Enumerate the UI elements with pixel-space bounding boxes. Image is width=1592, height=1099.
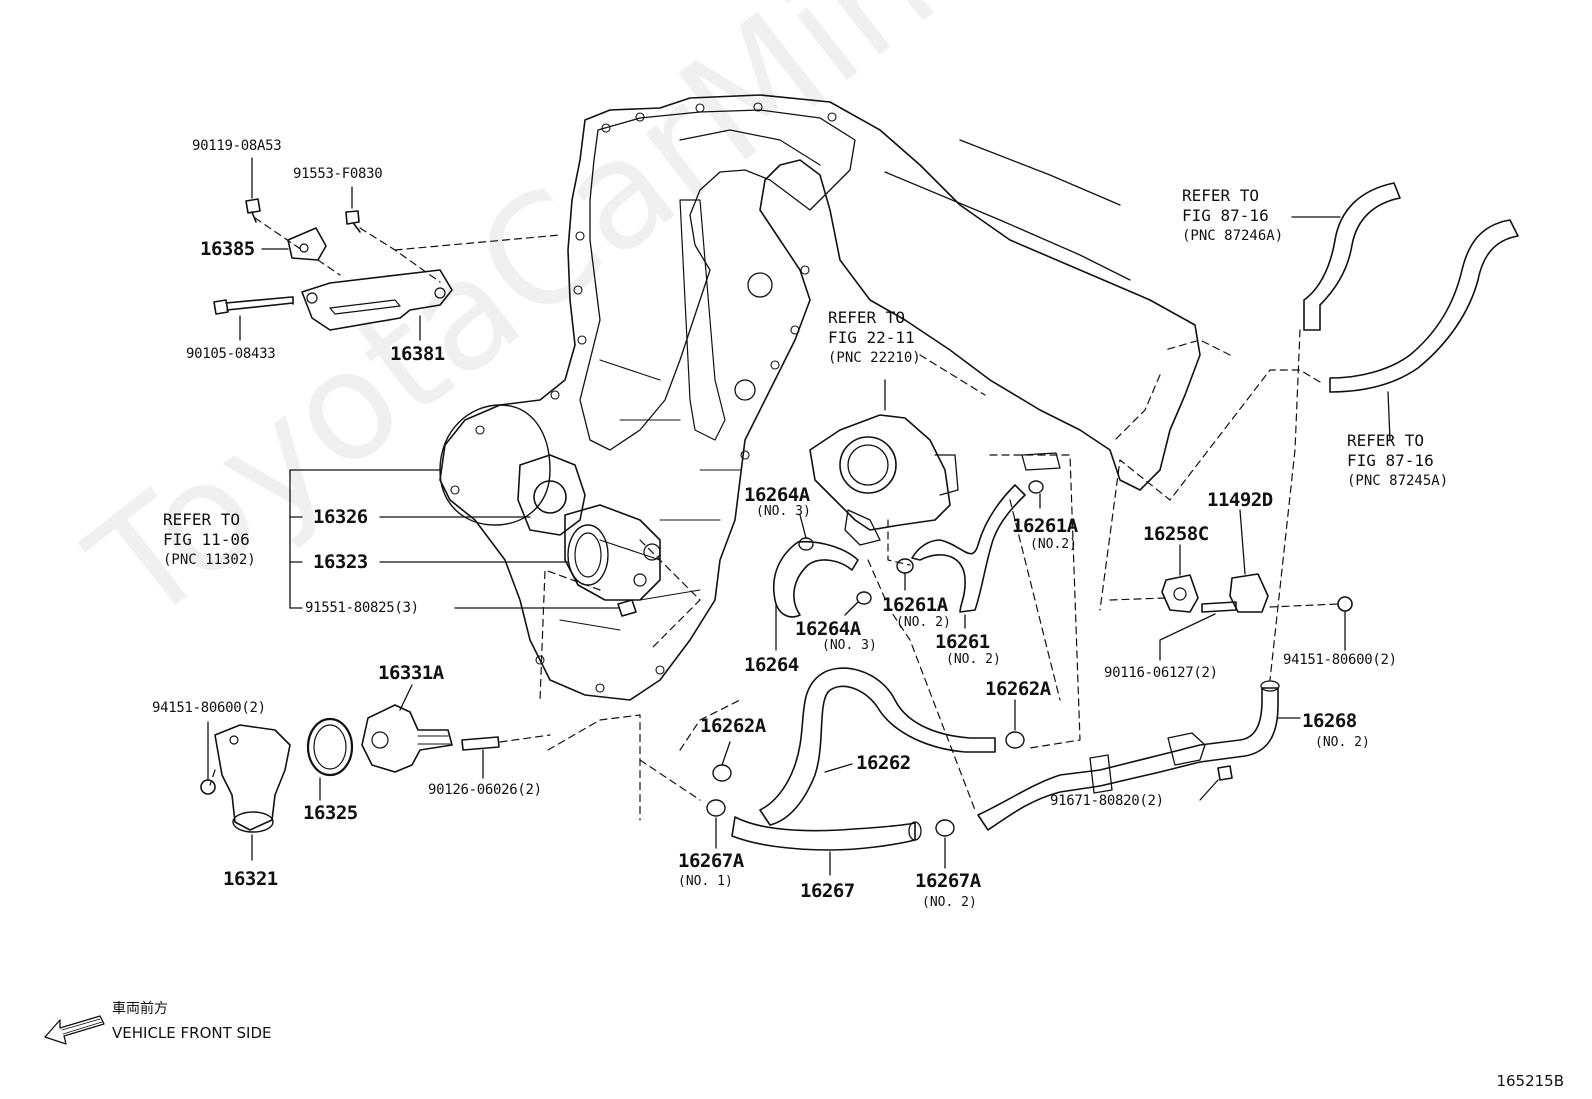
part-label-16267: 16267 [800,880,855,902]
hose-16261 [911,452,1061,613]
part-label-11492D: 11492D [1207,489,1273,511]
heater-hose-87245A [1329,219,1519,393]
part-label-90119: 90119-08A53 [192,138,282,154]
part-sublabel-16267A-left: (NO. 1) [678,874,733,889]
hose-16267 [731,816,922,851]
part-sublabel-16261: (NO. 2) [946,652,1001,667]
thermostat-16331A [361,704,453,773]
part-label-90126: 90126-06026(2) [428,782,542,798]
part-label-16264A-bottom: 16264A [795,618,861,640]
reference-fig-87-16-a: REFER TO FIG 87-16 (PNC 87246A) [1182,186,1284,244]
hose-16262 [759,667,996,826]
clamps [706,480,1044,837]
part-label-94151-a: 94151-80600(2) [152,700,266,716]
part-label-16258C: 16258C [1143,523,1209,545]
part-label-16326: 16326 [313,506,368,528]
part-sublabel-16268: (NO. 2) [1315,735,1370,750]
plate-11492D [1229,573,1269,613]
part-sublabel-16261A-right: (NO.2) [1030,537,1077,552]
gasket-16325 [306,717,354,777]
nut-94151 [200,779,216,795]
gasket-16258C [1161,574,1199,613]
leader-lines [207,157,1391,876]
part-label-16262: 16262 [856,752,911,774]
front-arrow-icon [44,1015,105,1045]
stud-90116 [1201,601,1237,613]
water-inlet-housing-16323 [517,454,661,601]
part-sublabel-16264A-bottom: (NO. 3) [822,638,877,653]
pipe-16268 [977,680,1280,831]
bolt-91551 [617,599,637,617]
vehicle-front-label-en: VEHICLE FRONT SIDE [112,1024,272,1042]
stud-90126 [461,736,500,751]
part-label-16325: 16325 [303,802,358,824]
part-label-16267A-right: 16267A [915,870,981,892]
water-inlet-16321 [214,724,291,833]
nut-94151-b [1337,596,1353,612]
part-label-16264A-top: 16264A [744,484,810,506]
hose-16264 [773,540,859,618]
bolt-91671 [1217,765,1233,781]
reference-fig-11-06: REFER TO FIG 11-06 (PNC 11302) [163,510,256,568]
part-label-16331A: 16331A [378,662,444,684]
part-label-16381: 16381 [390,343,445,365]
part-label-91671: 91671-80820(2) [1050,793,1164,809]
bolt-91553 [345,210,361,233]
part-label-16262A-left: 16262A [700,715,766,737]
part-sublabel-16264A-top: (NO. 3) [756,504,811,519]
plate-16385 [287,227,327,261]
heater-hose-87246A [1303,182,1401,331]
part-label-16267A-left: 16267A [678,850,744,872]
part-label-16264: 16264 [744,654,799,676]
reference-fig-22-11: REFER TO FIG 22-11 (PNC 22210) [828,308,921,366]
bracket-16381 [301,269,453,331]
diagram-id: 165215B [1496,1072,1564,1090]
part-label-16262A-right: 16262A [985,678,1051,700]
assembly-lines [209,217,1339,821]
throttle-body [809,414,959,546]
part-label-91551: 91551-80825(3) [305,600,419,616]
part-label-94151-b: 94151-80600(2) [1283,652,1397,668]
part-label-16261: 16261 [935,631,990,653]
part-label-16261A-right: 16261A [1012,515,1078,537]
timing-chain-cover [439,94,1201,701]
part-sublabel-16267A-right: (NO. 2) [922,895,977,910]
part-label-90105: 90105-08433 [186,346,276,362]
part-label-16321: 16321 [223,868,278,890]
part-sublabel-16261A-left: (NO. 2) [896,615,951,630]
part-label-90116: 90116-06127(2) [1104,665,1218,681]
part-label-91553: 91553-F0830 [293,166,383,182]
bolt-90105 [213,296,294,315]
reference-fig-87-16-b: REFER TO FIG 87-16 (PNC 87245A) [1347,431,1449,489]
vehicle-front-label-jp: 車両前方 [112,1001,168,1017]
part-label-16323: 16323 [313,551,368,573]
part-label-16261A-left: 16261A [882,594,948,616]
part-label-16268: 16268 [1302,710,1357,732]
part-label-16385: 16385 [200,238,255,260]
bolt-90119 [245,198,261,223]
